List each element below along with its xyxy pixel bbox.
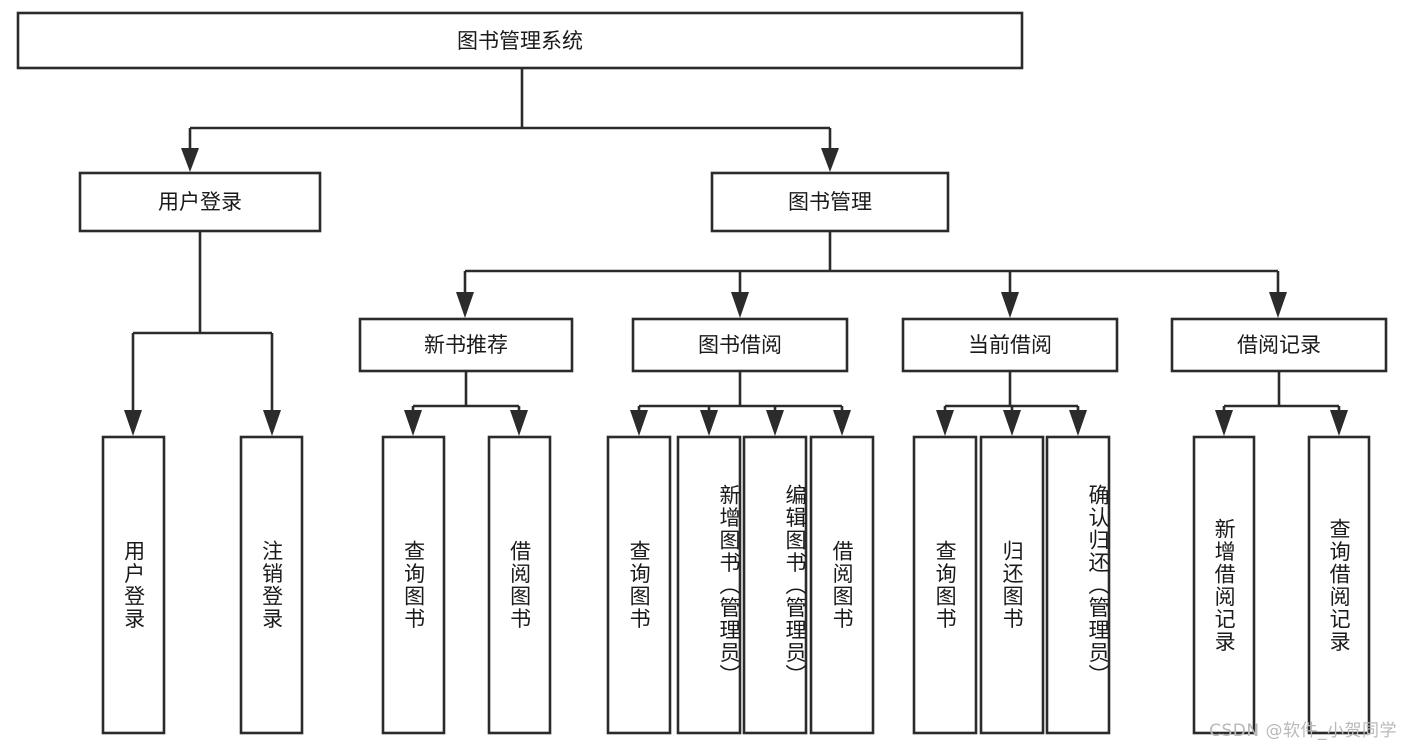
node-current-borrow-label: 当前借阅 xyxy=(968,333,1052,357)
arrow-level2-1-icon xyxy=(821,148,839,172)
csdn-watermark: CSDN @软件_小贺同学 xyxy=(1209,721,1397,741)
node-book-management[interactable]: 图书管理 xyxy=(710,171,950,233)
arrow-level3-0-icon xyxy=(456,292,474,318)
arrow-newbook-1-icon xyxy=(510,410,528,436)
arrow-level3-2-icon xyxy=(1001,292,1019,318)
node-book-borrow[interactable]: 图书借阅 xyxy=(631,317,849,373)
node-new-book-recommend-box xyxy=(358,317,574,373)
leaf-box-user-login-0[interactable] xyxy=(101,435,166,735)
node-root[interactable]: 图书管理系统 xyxy=(16,11,1024,70)
arrow-user-login-1-icon xyxy=(263,410,281,436)
arrow-newbook-0-icon xyxy=(404,410,422,436)
arrow-level2-0-icon xyxy=(181,148,199,172)
leaf-box-newbook-1[interactable] xyxy=(487,435,552,735)
leaf-box-borrowrecord-0[interactable] xyxy=(1192,435,1256,735)
node-user-login[interactable]: 用户登录 xyxy=(78,171,322,233)
node-new-book-recommend[interactable]: 新书推荐 xyxy=(358,317,574,373)
node-book-management-box xyxy=(710,171,950,233)
node-root-box xyxy=(16,11,1024,70)
node-book-borrow-box xyxy=(631,317,849,373)
node-root-label: 图书管理系统 xyxy=(457,29,583,53)
leaf-box-currentborrow-2[interactable] xyxy=(1045,435,1111,735)
leaf-box-borrowrecord-1[interactable] xyxy=(1307,435,1371,735)
leaf-box-currentborrow-0[interactable] xyxy=(912,435,978,735)
node-current-borrow-box xyxy=(901,317,1119,373)
arrow-bookborrow-2-icon xyxy=(766,410,784,436)
leaf-box-bookborrow-0[interactable] xyxy=(606,435,672,735)
node-borrow-record-label: 借阅记录 xyxy=(1237,333,1321,357)
arrow-currentborrow-1-icon xyxy=(1003,410,1021,436)
leaf-box-bookborrow-1[interactable] xyxy=(676,435,742,735)
leaf-box-bookborrow-3[interactable] xyxy=(809,435,875,735)
node-current-borrow[interactable]: 当前借阅 xyxy=(901,317,1119,373)
leaf-box-newbook-0[interactable] xyxy=(381,435,446,735)
leaf-box-currentborrow-1[interactable] xyxy=(979,435,1045,735)
arrow-bookborrow-1-icon xyxy=(700,410,718,436)
node-user-login-label: 用户登录 xyxy=(158,190,242,214)
node-borrow-record-box xyxy=(1170,317,1388,373)
arrow-level3-1-icon xyxy=(731,292,749,318)
node-book-borrow-label: 图书借阅 xyxy=(698,333,782,357)
arrow-currentborrow-2-icon xyxy=(1069,410,1087,436)
node-borrow-record[interactable]: 借阅记录 xyxy=(1170,317,1388,373)
arrow-bookborrow-0-icon xyxy=(630,410,648,436)
leaf-box-bookborrow-2[interactable] xyxy=(742,435,808,735)
leaf-box-user-login-1[interactable] xyxy=(239,435,304,735)
arrow-bookborrow-3-icon xyxy=(833,410,851,436)
node-book-management-label: 图书管理 xyxy=(788,190,872,214)
arrow-borrowrecord-0-icon xyxy=(1215,410,1233,436)
arrow-user-login-0-icon xyxy=(124,410,142,436)
node-new-book-recommend-label: 新书推荐 xyxy=(424,333,508,357)
arrow-currentborrow-0-icon xyxy=(936,410,954,436)
arrow-borrowrecord-1-icon xyxy=(1330,410,1348,436)
arrow-level3-3-icon xyxy=(1269,292,1287,318)
